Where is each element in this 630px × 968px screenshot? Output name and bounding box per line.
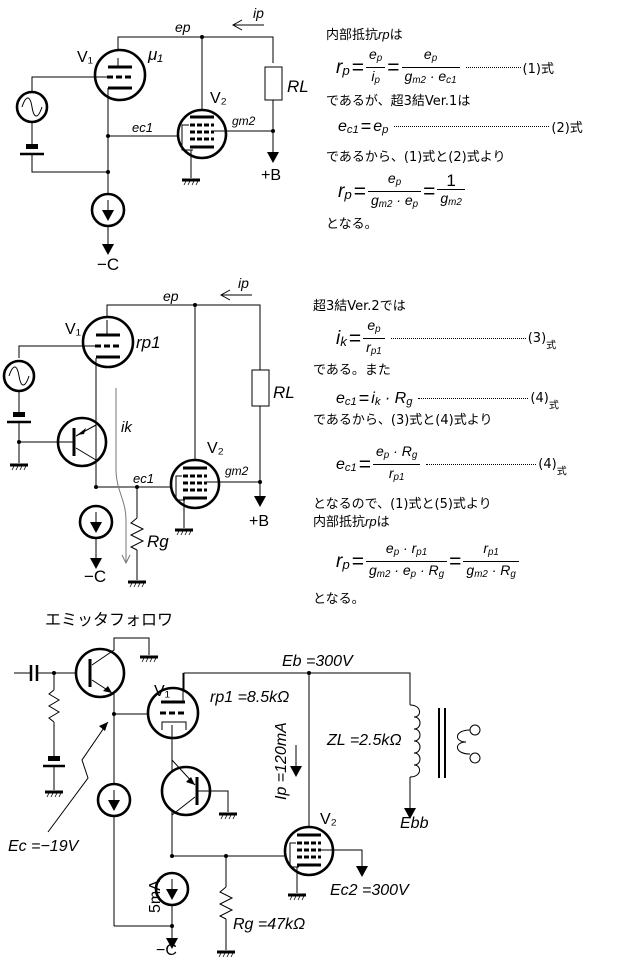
ec2-arrow xyxy=(356,866,368,877)
label-rg: Rg xyxy=(147,532,169,551)
label-plus-b: +B xyxy=(261,167,281,184)
s1-line1-text: 内部抵抗 xyxy=(326,28,379,43)
circuit-superthree-ver2: ep ip V₁ rp1 RL ik ec1 V₂ gm2 Rg +B −C xyxy=(2,275,295,589)
label-5ma: 5mA xyxy=(147,880,164,913)
label-gm2: gm2 xyxy=(232,114,256,128)
label-ec: Ec =−19V xyxy=(8,838,80,855)
s1-line3: であるから、(1)式と(2)式より xyxy=(326,150,506,165)
label-minus-c: −C xyxy=(156,942,177,959)
label-rp1: rp1 xyxy=(136,333,161,352)
ep-wire xyxy=(106,304,261,370)
label-zl: ZL =2.5kΩ xyxy=(326,732,402,749)
s2-line6: となる。 xyxy=(313,592,365,607)
label-ip: ip xyxy=(253,5,264,21)
eq5-ref-tail: 式 xyxy=(556,466,567,478)
label-minus-c: −C xyxy=(84,567,106,586)
eq5-ref: (4) xyxy=(538,457,557,472)
label-ec2: Ec2 =300V xyxy=(330,882,410,899)
ep-wire xyxy=(117,36,274,63)
circuit-superthree-ver1: ep ip V₁ μ₁ V₂ gm2 RL ec1 +B −C xyxy=(15,5,309,274)
label-rg: Rg =47kΩ xyxy=(233,916,305,933)
eq1-ref: (1)式 xyxy=(522,62,554,77)
emitter-follower-transistor xyxy=(74,647,126,699)
ground-icon xyxy=(215,950,237,959)
s2-line5-tail: は xyxy=(376,515,390,530)
s1-line2: であるが、超3結Ver.1は xyxy=(326,94,471,109)
s2-line5-var: rp xyxy=(365,514,377,529)
label-v2: V₂ xyxy=(207,440,224,457)
plus-b-arrow xyxy=(267,152,279,163)
s2-line5-text: 内部抵抗 xyxy=(313,515,366,530)
label-ip: Ip =120mA xyxy=(273,722,290,800)
v1-tube xyxy=(81,315,135,369)
ground-icon xyxy=(138,655,160,664)
s1-line1-var: rp xyxy=(378,27,390,42)
label-v2: V₂ xyxy=(210,90,227,107)
label-rp1: rp1 =8.5kΩ xyxy=(210,689,289,706)
eq4-ref: (4) xyxy=(530,391,549,406)
ground-icon xyxy=(126,580,148,589)
ik-arrow xyxy=(115,388,127,562)
label-v2: V₂ xyxy=(320,811,337,828)
label-ec1: ec1 xyxy=(133,471,154,486)
label-v1: V₁ xyxy=(77,49,93,66)
label-gm2: gm2 xyxy=(225,464,249,478)
label-minus-c: −C xyxy=(97,255,119,274)
s1-line1: 内部抵抗rpは xyxy=(326,27,403,44)
label-rl: RL xyxy=(287,77,309,96)
label-ep: ep xyxy=(163,288,179,304)
s2-line1: 超3結Ver.2では xyxy=(313,299,406,314)
eq3b-ref: (3) xyxy=(527,331,547,346)
circuit-practical: エミッタフォロワ xyxy=(8,611,481,959)
label-v1: V₁ xyxy=(65,321,81,338)
transformer-primary xyxy=(409,704,421,778)
rl-resistor xyxy=(251,369,270,407)
v1-tube xyxy=(93,48,147,102)
eq2: ec1=ep(2)式 xyxy=(338,116,583,136)
rl-resistor xyxy=(264,66,283,101)
ground-icon xyxy=(217,812,239,821)
minus-c-arrow xyxy=(102,244,114,255)
label-ik: ik xyxy=(121,419,133,436)
label-rl: RL xyxy=(273,383,295,402)
label-ep: ep xyxy=(175,19,191,35)
ground-icon xyxy=(43,790,65,799)
plus-b-arrow xyxy=(254,496,266,507)
transformer-secondary xyxy=(457,729,471,755)
eq4-ref-tail: 式 xyxy=(548,400,559,412)
s2-line2: である。また xyxy=(313,363,391,378)
label-ip: ip xyxy=(238,275,249,291)
s2-line3: であるから、(3)式と(4)式より xyxy=(313,413,493,428)
label-eb: Eb =300V xyxy=(282,653,354,670)
eq3b-ref-tail: 式 xyxy=(546,340,557,352)
ground-icon xyxy=(173,528,195,537)
eq4: ec1=ik · Rg(4)式 xyxy=(336,388,559,412)
s2-line5: 内部抵抗rpは xyxy=(313,514,390,531)
eq2-ref: (2)式 xyxy=(551,121,583,136)
label-ec1: ec1 xyxy=(132,120,153,135)
ground-icon xyxy=(180,178,202,187)
s1-line4: となる。 xyxy=(326,217,378,232)
label-plus-b: +B xyxy=(249,513,269,530)
label-ebb: Ebb xyxy=(400,815,429,832)
ground-icon xyxy=(286,893,308,902)
eq3-one: 1 xyxy=(437,172,465,190)
s1-line1-tail: は xyxy=(389,28,403,43)
emitter-follower-title: エミッタフォロワ xyxy=(45,611,173,629)
label-mu1: μ₁ xyxy=(147,45,163,64)
label-v1: V₁ xyxy=(154,683,170,700)
ground-icon xyxy=(8,463,30,472)
s2-line4: となるので、(1)式と(5)式より xyxy=(313,497,492,512)
